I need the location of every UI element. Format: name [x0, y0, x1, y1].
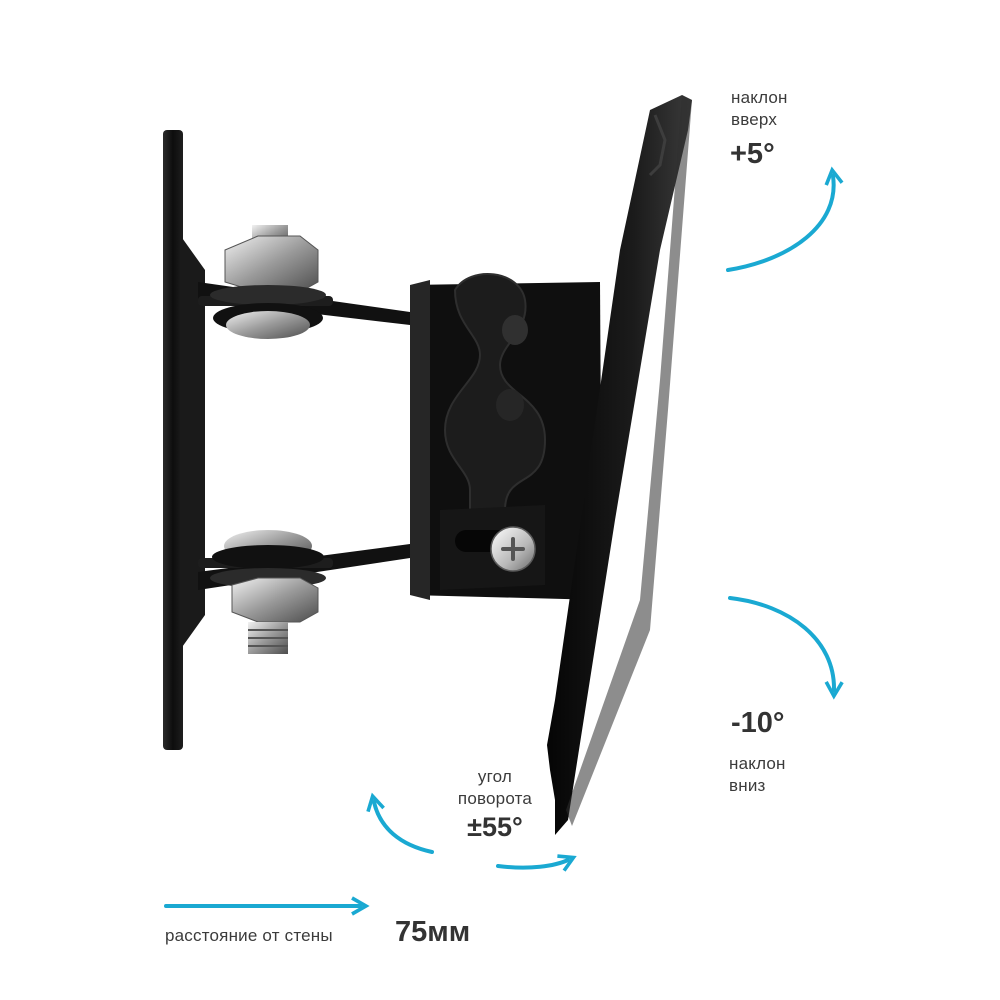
- wall-plate: [163, 130, 205, 750]
- tilt-up-label-line1: наклон: [731, 88, 788, 107]
- rotation-value: ±55°: [467, 812, 523, 842]
- phillips-screw: [490, 526, 536, 572]
- tilt-down-value: -10°: [731, 707, 785, 739]
- rotation-label-line1: угол: [477, 767, 513, 786]
- tilt-down-label-line1: наклон: [729, 754, 786, 773]
- tilt-up-value: +5°: [730, 138, 775, 170]
- rotation-arrow-left: [366, 792, 434, 854]
- rotation-arrow-right: [496, 854, 577, 872]
- upper-nut-bolt: [210, 225, 326, 339]
- rotation-label-line2: поворота: [457, 789, 533, 808]
- tilt-down-arrow: [728, 596, 844, 700]
- wall-distance-label: расстояние от стены: [165, 926, 333, 945]
- tilt-up-label-line2: вверх: [731, 110, 778, 129]
- tilt-bracket: [410, 273, 602, 600]
- wall-distance-value: 75мм: [395, 916, 471, 948]
- vesa-plate: [547, 95, 692, 835]
- tilt-down-label-line2: вниз: [729, 776, 766, 795]
- lower-nut-bolt: [210, 530, 326, 654]
- tilt-up-arrow: [726, 166, 844, 272]
